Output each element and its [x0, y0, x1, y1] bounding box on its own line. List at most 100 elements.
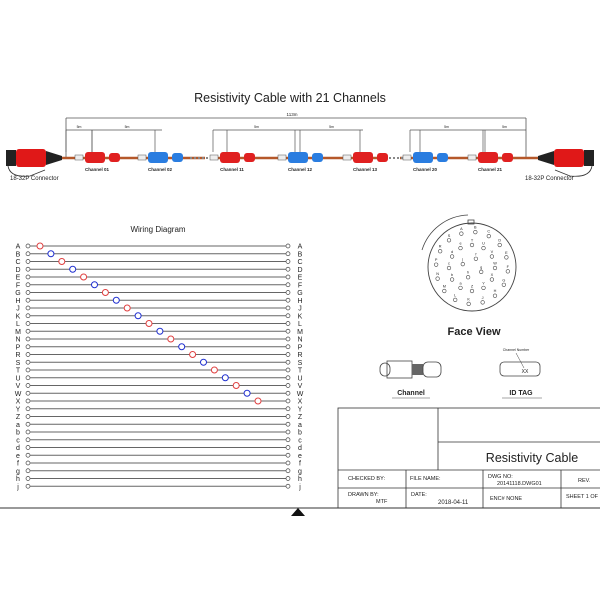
face-pin-label: D: [498, 239, 501, 243]
terminal-left: [25, 445, 31, 450]
face-pin: [473, 230, 478, 235]
channel-end: [244, 153, 255, 162]
pin-label-right: d: [298, 445, 302, 452]
center-mark-triangle: [291, 508, 305, 516]
face-pin-label: M: [443, 284, 446, 288]
channel-node-12: [156, 327, 164, 335]
dwg-no-label: DWG NO:: [488, 474, 513, 480]
face-pin-label: f: [475, 252, 477, 256]
terminal-left: [25, 266, 31, 272]
pin-label-right: M: [297, 329, 303, 336]
pin-label-left: S: [16, 360, 21, 367]
face-pin: [497, 242, 502, 248]
face-pin: [486, 234, 491, 239]
terminal-right: [285, 483, 291, 489]
face-pin: [434, 262, 439, 267]
pin-label-left: M: [15, 329, 21, 336]
channel-node-5: [80, 273, 88, 281]
terminal-right: [285, 375, 291, 381]
pin-label-left: A: [16, 244, 21, 251]
face-pin-label: c: [448, 262, 450, 266]
overall-dimension-label: 113m: [287, 112, 298, 117]
rev-label: REV.: [578, 478, 591, 484]
pin-label-right: D: [297, 267, 302, 274]
face-pin-label: X: [491, 273, 494, 277]
pin-label-right: J: [298, 306, 302, 313]
pin-label-right: T: [298, 368, 303, 375]
face-pin-label: L: [454, 293, 456, 297]
channel-node-18: [221, 374, 229, 382]
id-tag: [209, 154, 219, 161]
channel-node-6: [91, 281, 98, 289]
face-pin: [469, 288, 475, 294]
terminal-left: [25, 243, 31, 249]
segment-dimension: 5m: [65, 125, 92, 152]
id-tag: [467, 154, 477, 161]
face-pin-label: S: [448, 234, 451, 238]
channel-label: Channel 20: [413, 167, 438, 172]
terminal-left: [25, 383, 31, 388]
face-pin-label: R: [439, 245, 442, 249]
face-pin-label: h: [467, 271, 469, 275]
face-pin-label: b: [451, 273, 453, 277]
terminal-left: [25, 429, 31, 435]
pin-label-right: g: [298, 468, 302, 475]
face-pin: [458, 285, 463, 291]
drawn-by-value: MTF: [376, 499, 388, 505]
face-pin-label: Z: [471, 285, 474, 289]
pin-label-right: W: [297, 391, 304, 398]
terminal-left: [25, 414, 31, 419]
segment-dimension-label: 5m: [125, 125, 130, 129]
face-pin: [459, 231, 464, 236]
wiring-title: Wiring Diagram: [130, 225, 185, 234]
terminal-right: [285, 359, 291, 365]
terminal-right: [285, 352, 291, 357]
terminal-left: [25, 468, 31, 474]
connector-face-outline: [427, 222, 517, 312]
pin-label-right: c: [298, 437, 302, 444]
terminal-left: [25, 321, 31, 326]
face-pin-label: W: [493, 262, 497, 266]
pin-label-left: H: [15, 298, 20, 305]
terminal-left: [25, 352, 31, 357]
face-pin: [492, 293, 498, 298]
channel-node-13: [167, 335, 175, 343]
pin-label-left: K: [16, 313, 21, 320]
face-pin: [453, 297, 458, 302]
pin-label-left: Z: [16, 414, 21, 421]
id-tag: [137, 154, 147, 161]
channel-label: Channel 02: [148, 167, 173, 172]
terminal-right: [285, 390, 291, 396]
title-block-text: Resistivity Cable CHECKED BY: FILE NAME:…: [348, 451, 599, 506]
terminal-left: [25, 390, 31, 396]
pin-label-left: g: [16, 468, 20, 475]
segment-dimension-label: 5m: [329, 125, 334, 129]
terminal-right: [285, 259, 291, 264]
drawing-title: Resistivity Cable with 21 Channels: [194, 91, 386, 105]
face-pin: [504, 255, 509, 260]
terminal-right: [285, 406, 291, 412]
channel-legend-label: Channel: [397, 390, 425, 397]
terminal-right: [285, 290, 291, 295]
pin-label-left: X: [16, 399, 21, 406]
face-pin-label: G: [502, 278, 505, 282]
face-pin-label: P: [435, 258, 438, 262]
channel-body: [148, 152, 168, 163]
terminal-left: [25, 344, 31, 350]
channel-4: Channel 12: [277, 130, 323, 172]
pin-label-left: N: [15, 337, 20, 344]
pin-label-left: R: [15, 352, 20, 359]
